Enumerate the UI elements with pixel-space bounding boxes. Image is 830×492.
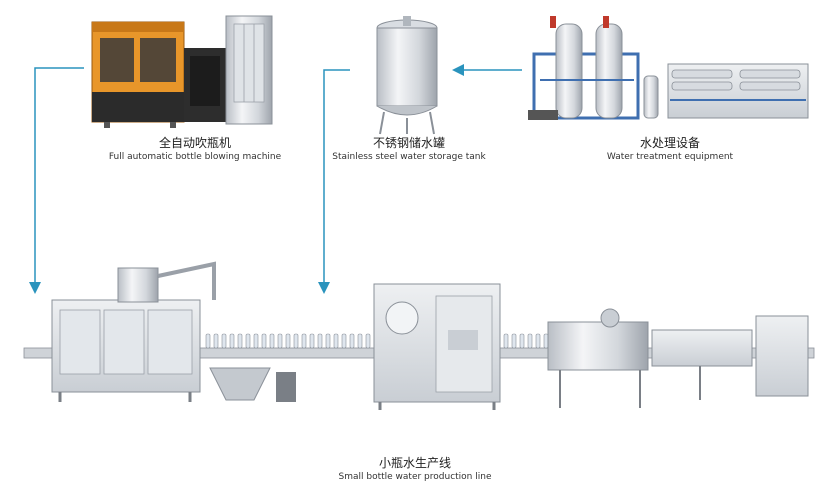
node-treatment-label-zh: 水处理设备 [639, 136, 700, 150]
bottle [237, 333, 243, 349]
node-blower-label-zh: 全自动吹瓶机 [158, 136, 231, 150]
node-blower-label-en: Full automatic bottle blowing machine [108, 152, 282, 162]
bottle [229, 333, 235, 349]
bottle [245, 333, 251, 349]
node-tank-label-zh: 不锈钢储水罐 [372, 136, 445, 150]
bottle [205, 333, 211, 349]
bottle [253, 333, 259, 349]
bottle [543, 333, 549, 349]
node-line-label-zh: 小瓶水生产线 [378, 456, 451, 470]
water-treatment-icon [528, 16, 809, 120]
bottle [535, 333, 541, 349]
production-line-icon [23, 261, 815, 410]
edge-blower-to-line [29, 67, 84, 294]
bottle [309, 333, 315, 349]
storage-tank-icon [376, 16, 438, 135]
bottle [221, 333, 227, 349]
node-tank-label-en: Stainless steel water storage tank [332, 152, 486, 162]
bottle [293, 333, 299, 349]
node-tank-caption: 不锈钢储水罐 Stainless steel water storage tan… [316, 136, 502, 164]
bottle [317, 333, 323, 349]
bottle [365, 333, 371, 349]
bottle [301, 333, 307, 349]
bottle [527, 333, 533, 349]
node-treatment-label-en: Water treatment equipment [606, 152, 734, 162]
bottle [269, 333, 275, 349]
bottle [213, 333, 219, 349]
node-line-label-en: Small bottle water production line [338, 472, 492, 482]
bottle [277, 333, 283, 349]
bottle [341, 333, 347, 349]
node-blower-caption: 全自动吹瓶机 Full automatic bottle blowing mac… [90, 136, 300, 164]
bottle [503, 333, 509, 349]
bottle [261, 333, 267, 349]
bottle [519, 333, 525, 349]
bottle [357, 333, 363, 349]
blowing-machine-icon [91, 15, 273, 128]
edge-tank-to-line [318, 69, 350, 294]
bottle [349, 333, 355, 349]
bottle [511, 333, 517, 349]
bottle [333, 333, 339, 349]
bottle [325, 333, 331, 349]
node-treatment-caption: 水处理设备 Water treatment equipment [590, 136, 750, 164]
node-line-caption: 小瓶水生产线 Small bottle water production lin… [305, 456, 525, 484]
bottle [285, 333, 291, 349]
